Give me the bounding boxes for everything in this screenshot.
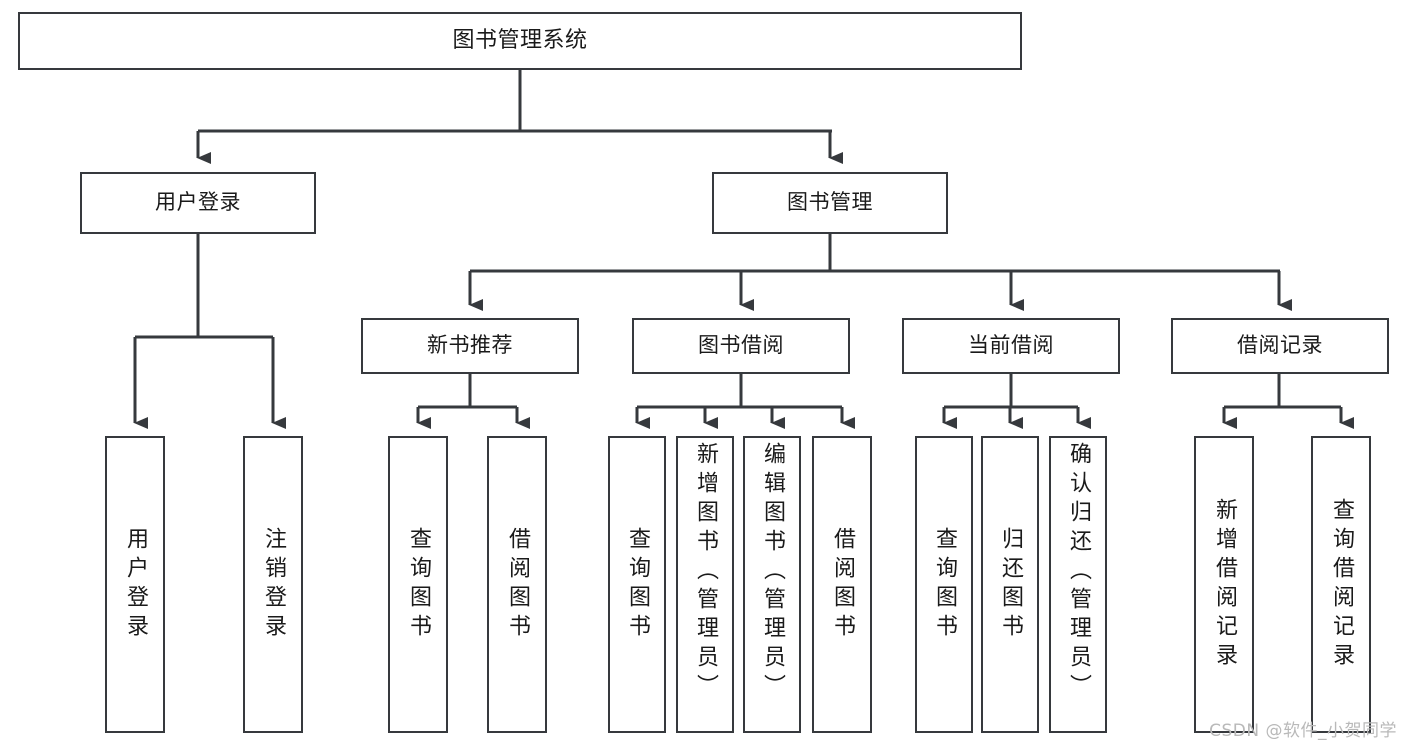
node-label: 查询图书 <box>406 526 431 643</box>
leaf-query-record[interactable]: 查询借阅记录 <box>1311 436 1371 733</box>
node-label: 图书管理系统 <box>452 27 588 53</box>
leaf-return-book[interactable]: 归还图书 <box>981 436 1039 733</box>
node-label: 用户登录 <box>155 190 241 215</box>
leaf-query-book-3[interactable]: 查询图书 <box>915 436 973 733</box>
leaf-add-record[interactable]: 新增借阅记录 <box>1194 436 1254 733</box>
node-book-borrow[interactable]: 图书借阅 <box>632 318 850 374</box>
leaf-borrow-book-2[interactable]: 借阅图书 <box>812 436 872 733</box>
node-label: 新增图书（管理员） <box>693 442 718 703</box>
node-label: 确认归还（管理员） <box>1066 442 1091 703</box>
node-label: 借阅图书 <box>505 526 530 643</box>
node-label: 图书管理 <box>787 190 873 215</box>
node-current-borrow[interactable]: 当前借阅 <box>902 318 1120 374</box>
leaf-user-logout[interactable]: 注销登录 <box>243 436 303 733</box>
node-new-book-recommend[interactable]: 新书推荐 <box>361 318 579 374</box>
leaf-add-book[interactable]: 新增图书（管理员） <box>676 436 734 733</box>
node-borrow-record[interactable]: 借阅记录 <box>1171 318 1389 374</box>
node-label: 归还图书 <box>998 526 1023 643</box>
node-label: 借阅记录 <box>1237 333 1323 358</box>
node-book-manage[interactable]: 图书管理 <box>712 172 948 234</box>
node-label: 注销登录 <box>261 526 286 643</box>
node-label: 查询图书 <box>625 526 650 643</box>
node-label: 查询借阅记录 <box>1329 497 1354 672</box>
leaf-edit-book[interactable]: 编辑图书（管理员） <box>743 436 801 733</box>
node-label: 当前借阅 <box>968 333 1054 358</box>
node-label: 借阅图书 <box>830 526 855 643</box>
leaf-borrow-book-1[interactable]: 借阅图书 <box>487 436 547 733</box>
node-user-login[interactable]: 用户登录 <box>80 172 316 234</box>
node-label: 查询图书 <box>932 526 957 643</box>
node-label: 编辑图书（管理员） <box>760 442 785 703</box>
node-label: 图书借阅 <box>698 333 784 358</box>
leaf-query-book-1[interactable]: 查询图书 <box>388 436 448 733</box>
node-label: 新书推荐 <box>427 333 513 358</box>
leaf-query-book-2[interactable]: 查询图书 <box>608 436 666 733</box>
leaf-confirm-return[interactable]: 确认归还（管理员） <box>1049 436 1107 733</box>
leaf-user-login[interactable]: 用户登录 <box>105 436 165 733</box>
node-root[interactable]: 图书管理系统 <box>18 12 1022 70</box>
node-label: 新增借阅记录 <box>1212 497 1237 672</box>
watermark: CSDN @软件_小贺同学 <box>1209 721 1397 741</box>
node-label: 用户登录 <box>123 526 148 643</box>
